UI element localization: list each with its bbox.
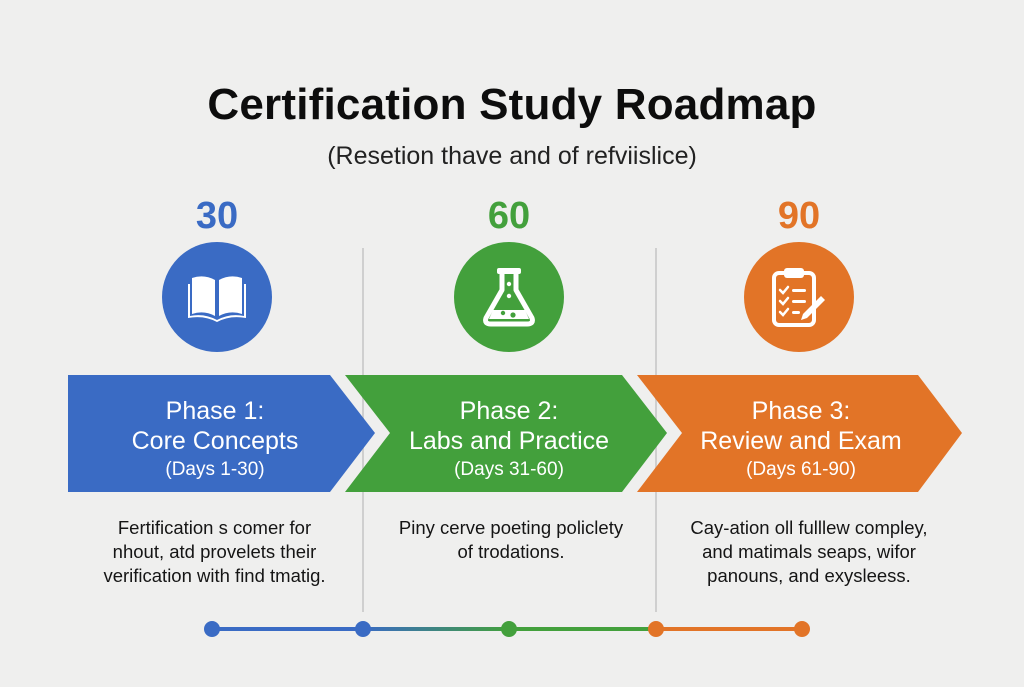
- phase-3-days: (Days 61-90): [746, 459, 856, 480]
- phase-3-label: Phase 3: Review and Exam (Days 61-90): [670, 397, 932, 483]
- day-marker-30: 30: [195, 195, 239, 237]
- day-marker-60: 60: [487, 195, 531, 237]
- phase-3-name: Review and Exam: [700, 427, 902, 455]
- milestone-dot: [204, 621, 220, 637]
- open-book-icon: [188, 276, 246, 322]
- phase-1-label: Phase 1: Core Concepts (Days 1-30): [80, 397, 350, 483]
- clipboard-checklist-icon: [772, 268, 825, 327]
- phase-3-description: Cay-ation oll fulllew compley, and matim…: [690, 517, 928, 586]
- lab-flask-icon: [483, 268, 535, 327]
- phase-1-description: Fertification s comer for nhout, atd pro…: [103, 517, 326, 586]
- phase-2-icon-circle: [454, 242, 564, 352]
- day-marker-90: 90: [777, 195, 821, 237]
- phase-2-label: Phase 2: Labs and Practice (Days 31-60): [378, 397, 640, 483]
- phase-2-description: Piny cerve poeting policlety of trodatio…: [398, 517, 624, 562]
- phase-3-title: Phase 3:: [751, 397, 851, 425]
- milestone-dot: [648, 621, 664, 637]
- phase-2-days: (Days 31-60): [454, 459, 564, 480]
- milestone-dot: [501, 621, 517, 637]
- phase-1-name: Core Concepts: [131, 427, 299, 455]
- page-title: Certification Study Roadmap: [207, 80, 817, 129]
- page-subtitle: (Resetion thave and of refviislice): [327, 142, 697, 170]
- milestone-dot: [794, 621, 810, 637]
- phase-1-days: (Days 1-30): [165, 459, 265, 480]
- phase-2-title: Phase 2:: [459, 397, 559, 425]
- phase-1-title: Phase 1:: [165, 397, 265, 425]
- phase-3-icon-circle: [744, 242, 854, 352]
- phase-1-icon-circle: [162, 242, 272, 352]
- milestone-dot: [355, 621, 371, 637]
- phase-2-name: Labs and Practice: [408, 427, 610, 455]
